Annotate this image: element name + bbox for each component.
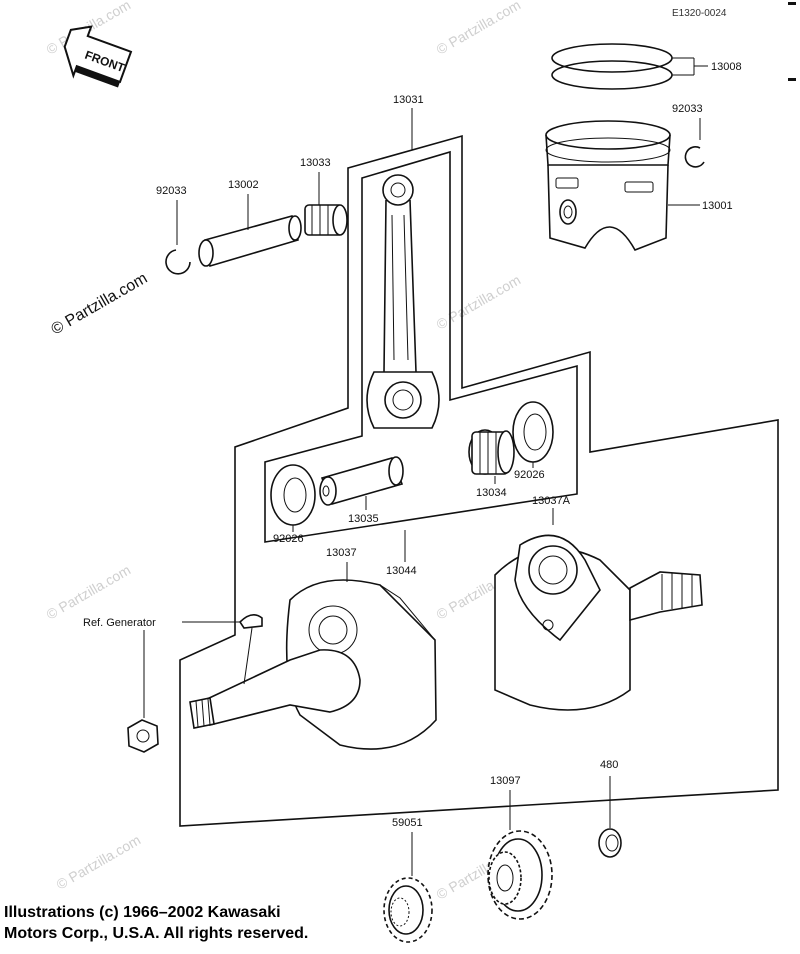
part-label-13002: 13002: [228, 179, 259, 191]
watermark-text: © Partzilla.com: [49, 270, 151, 339]
crankshaft-assembly-outline: [179, 134, 779, 827]
copyright-notice: Illustrations (c) 1966–2002 Kawasaki Mot…: [4, 902, 424, 944]
connecting-rod-icon: [366, 174, 440, 429]
part-label-13037: 13037: [326, 547, 357, 559]
needle-bearing-small-icon: [304, 204, 348, 236]
part-label-92033-left: 92033: [156, 185, 187, 197]
edge-mark: [788, 2, 796, 5]
watermark-layer: © Partzilla.com © Partzilla.com © Partzi…: [44, 0, 524, 903]
copyright-line-1: Illustrations (c) 1966–2002 Kawasaki: [4, 904, 281, 921]
piston-rings: [551, 43, 708, 90]
part-label-13097: 13097: [490, 775, 521, 787]
part-label-92026-right: 92026: [514, 469, 545, 481]
watermark-text: © Partzilla.com: [44, 562, 134, 623]
piston-icon: [545, 120, 671, 251]
thrust-washer-right-icon: [512, 401, 554, 463]
watermark-text: © Partzilla.com: [434, 0, 524, 58]
part-label-13008: 13008: [711, 61, 742, 73]
edge-mark: [788, 78, 796, 81]
part-label-13037a: 13037A: [532, 495, 571, 507]
circlip-left-icon: [165, 249, 191, 275]
crankshaft-left-half-icon: [189, 579, 437, 750]
part-label-480: 480: [600, 759, 618, 771]
part-label-13034: 13034: [476, 487, 507, 499]
pump-gear-icon: [383, 877, 433, 943]
thrust-washer-left-icon: [270, 464, 316, 526]
hex-nut-icon: [127, 719, 159, 753]
diagram-code: E1320-0024: [672, 8, 727, 19]
connecting-rod-group-outline: [264, 150, 578, 543]
primary-gear-icon: [487, 830, 553, 920]
circlip-480-icon: [598, 828, 622, 858]
part-label-13001: 13001: [702, 200, 733, 212]
part-label-13044: 13044: [386, 565, 417, 577]
crankshaft-right-half-icon: [494, 534, 703, 711]
front-arrow-icon: FRONT: [63, 25, 133, 88]
needle-bearing-large-icon: [468, 429, 515, 475]
woodruff-key-icon: [238, 614, 263, 685]
crank-pin-icon: [319, 456, 404, 506]
circlip-right-icon: [684, 146, 705, 168]
ref-generator-label: Ref. Generator: [83, 617, 156, 629]
watermark-text: © Partzilla.com: [54, 832, 144, 893]
copyright-line-2: Motors Corp., U.S.A. All rights reserved…: [4, 925, 309, 942]
piston-pin-icon: [198, 215, 302, 268]
part-label-92026-left: 92026: [273, 533, 304, 545]
part-label-13033: 13033: [300, 157, 331, 169]
part-label-92033-right: 92033: [672, 103, 703, 115]
part-label-13031: 13031: [393, 94, 424, 106]
part-label-59051: 59051: [392, 817, 423, 829]
part-label-13035: 13035: [348, 513, 379, 525]
watermark-text: © Partzilla.com: [434, 272, 524, 333]
